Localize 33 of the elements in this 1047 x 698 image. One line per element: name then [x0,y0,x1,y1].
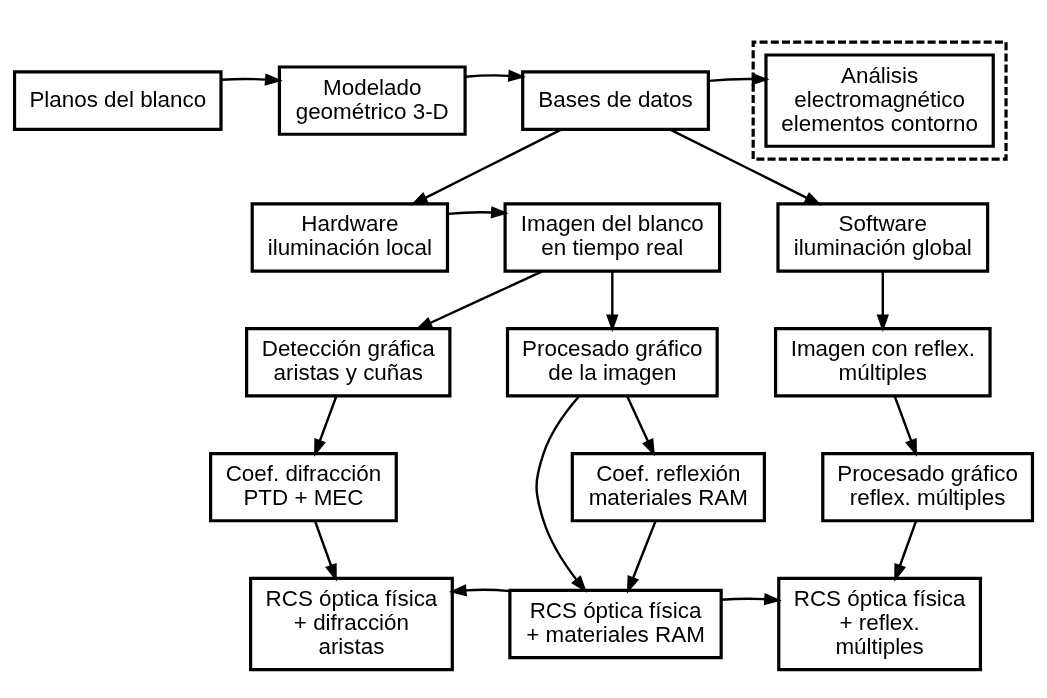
node-box: Imagen con reflex. múltiples [774,326,992,397]
arrow [465,69,526,82]
arrow [669,128,822,205]
arrow [708,72,770,85]
node-box: RCS óptica física + materiales RAM [508,588,723,659]
arrow [314,395,338,457]
node-box: Software iluminación global [776,201,990,273]
arrow [447,205,509,219]
node-box: Hardware iluminación local [250,201,450,273]
arrow [410,128,562,205]
arrow [535,394,587,593]
node-box: Modelado geométrico 3-D [277,64,467,136]
arrow [626,520,657,594]
arrow [448,583,510,596]
node-box: RCS óptica física + reflex. múltiples [777,576,983,671]
node-box: Detección gráfica aristas y cuñas [245,326,452,397]
node-box: Bases de datos [521,69,710,131]
node-box: Planos del blanco [12,69,223,131]
node-box: Imagen del blanco en tiempo real [503,201,722,273]
node-box: Coef. difracción PTD + MEC [209,451,398,522]
arrow [894,520,918,582]
node-box: RCS óptica física + difracción aristas [249,576,454,671]
node-box: Análisis electromagnético elementos contorno [764,52,995,148]
arrow [626,395,655,457]
arrow [893,395,917,457]
node-box: Procesado gráfico reflex. múltiples [821,451,1035,522]
arrow [721,592,782,605]
node-box: Procesado gráfico de la imagen [505,326,719,397]
arrow [606,271,619,332]
arrow [313,520,337,582]
arrow [221,72,283,86]
node-box: Coef. reflexión materiales RAM [570,451,766,522]
arrow [876,271,889,332]
